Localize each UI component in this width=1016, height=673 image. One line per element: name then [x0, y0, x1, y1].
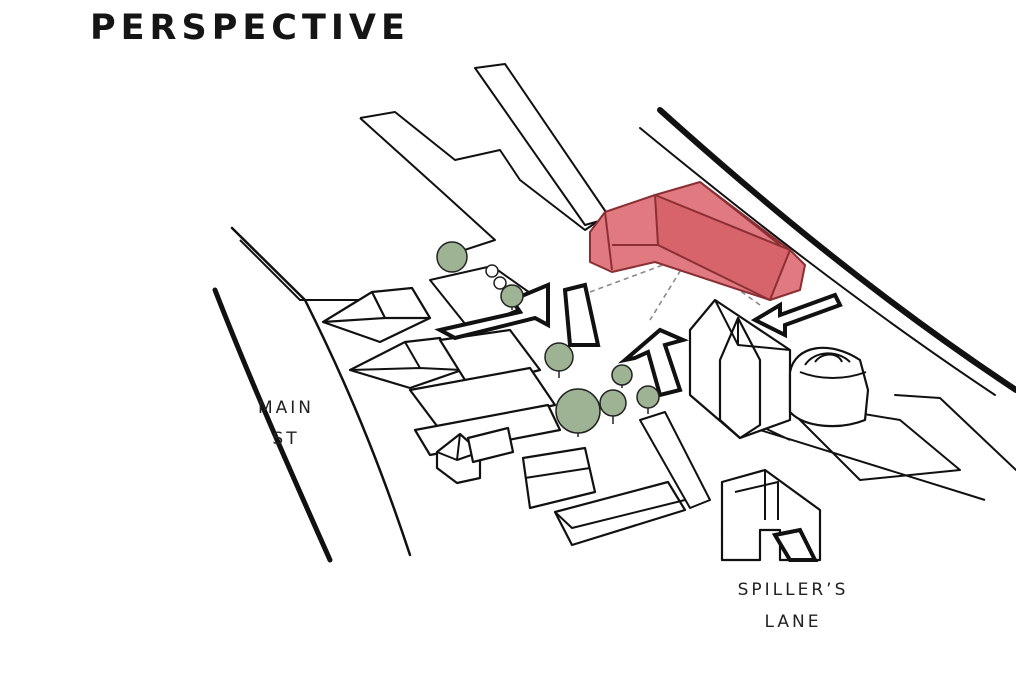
main-street-label-line2: ST [272, 429, 299, 449]
proposed-building [589, 181, 806, 301]
church-ridge [714, 299, 791, 351]
side-road-edge [894, 394, 1016, 471]
roads [212, 107, 1016, 563]
round-building [788, 346, 870, 428]
tree [544, 342, 574, 372]
south-access-arrow [617, 327, 689, 398]
page-title: PERSPECTIVE [90, 8, 410, 48]
north-strip [474, 63, 611, 226]
small-block [466, 426, 515, 464]
tree [436, 241, 468, 273]
long-block-line [554, 499, 686, 529]
tree [636, 385, 660, 409]
upper-road-edge [657, 107, 1016, 393]
round-building-rings [799, 352, 867, 379]
main-street-edge-inner [230, 226, 412, 557]
tree [500, 284, 524, 308]
upper-road-edge-inner [639, 127, 996, 396]
gateway-arrow [771, 527, 819, 562]
proposed-building-side [654, 194, 791, 301]
east-access-arrow [750, 292, 843, 339]
main-street-label-line1: MAIN [258, 398, 314, 418]
buildings [321, 286, 870, 562]
tree-small [485, 264, 499, 278]
gateway-detail [734, 470, 779, 520]
spillers-lane-label-line1: SPILLER’S [738, 580, 849, 600]
tree-small [493, 276, 507, 290]
block-building-4 [521, 446, 597, 510]
tree [599, 389, 627, 417]
lower-lot [639, 411, 711, 509]
gable-building-1-ridge [322, 291, 430, 324]
north-parcel [359, 111, 601, 259]
north-access-arrow [562, 282, 601, 347]
street-labels: MAIN ST SPILLER’S LANE [258, 398, 849, 632]
tree [611, 364, 633, 386]
trees [436, 241, 660, 437]
tree-large [555, 388, 601, 434]
west-edge [239, 239, 360, 301]
proposed-building-ridge [604, 181, 781, 271]
block-building-2 [408, 366, 557, 432]
spillers-lane-label-line2: LANE [765, 612, 822, 632]
gable-building-2-ridge [349, 341, 463, 371]
gable-building-1 [321, 286, 432, 344]
main-street-edge-outer [212, 287, 333, 563]
block-building-4-line [524, 467, 591, 479]
long-block [553, 480, 687, 547]
